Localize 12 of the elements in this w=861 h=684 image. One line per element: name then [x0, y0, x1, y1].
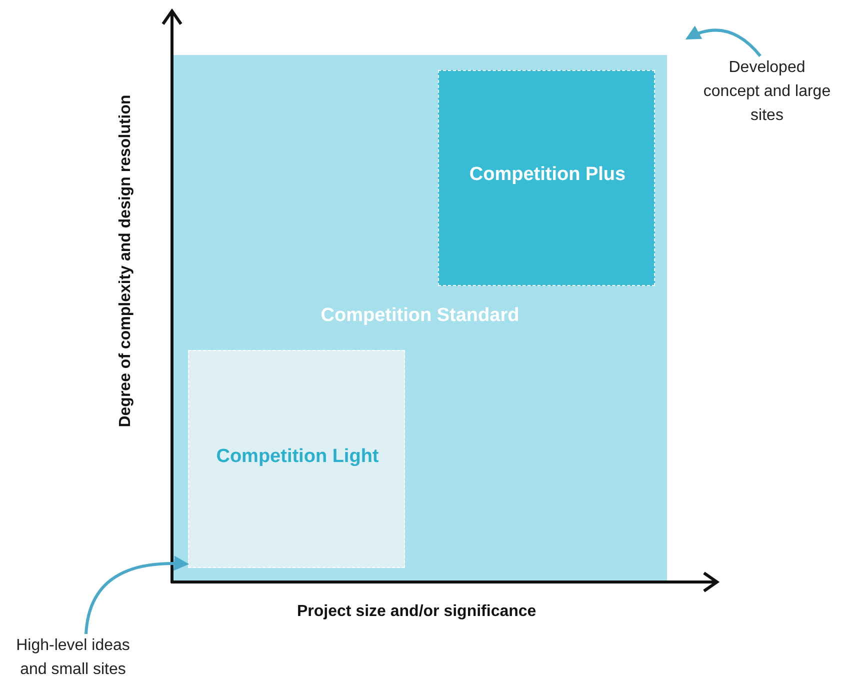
x-axis-label: Project size and/or significance — [297, 603, 536, 621]
curved-arrow — [685, 26, 762, 57]
curved-arrow — [84, 556, 189, 634]
tier-label: Competition Plus — [468, 164, 627, 186]
annotation-text: Developed concept and large sites — [700, 56, 834, 128]
tier-label: Competition Light — [215, 446, 380, 468]
region-band — [173, 55, 667, 582]
annotation-text: High-level ideas and small sites — [8, 634, 138, 682]
tier-label: Competition Standard — [320, 305, 520, 327]
tier-box — [438, 70, 655, 286]
tier-box — [188, 350, 405, 568]
y-axis-label: Degree of complexity and design resolution — [117, 94, 135, 430]
